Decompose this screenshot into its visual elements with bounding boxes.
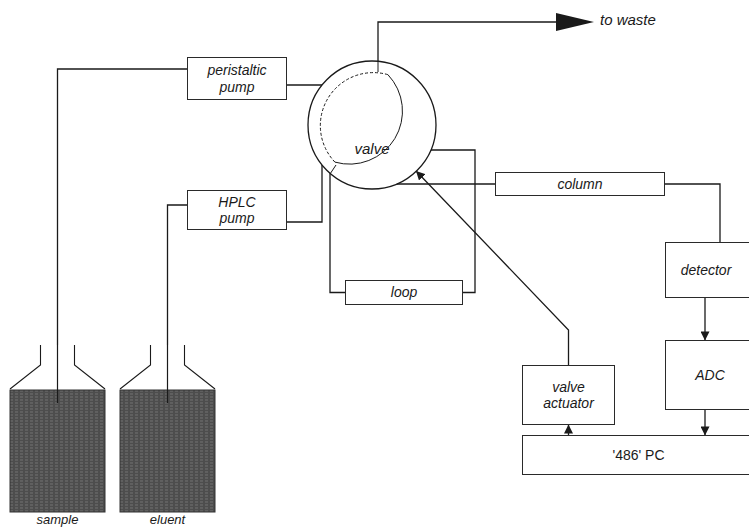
bottle-label: sample bbox=[37, 513, 79, 530]
bottle-part bbox=[120, 390, 215, 512]
connector bbox=[416, 171, 568, 365]
valve-ring-part bbox=[378, 61, 379, 72]
box-label: loop bbox=[391, 284, 417, 300]
pump-box: peristaltic pump bbox=[187, 57, 287, 100]
bottle-part bbox=[167, 345, 168, 403]
pump-box: HPLC pump bbox=[187, 190, 287, 230]
valve-ring-part bbox=[308, 61, 436, 189]
bottle-drawing bbox=[115, 345, 220, 530]
detector-box: detector bbox=[665, 242, 749, 298]
valve-rings bbox=[307, 60, 437, 190]
box-label: ADC bbox=[695, 367, 725, 383]
connector bbox=[431, 150, 475, 293]
connector bbox=[568, 425, 569, 435]
loop-box: loop bbox=[345, 280, 463, 305]
connector bbox=[330, 173, 345, 292]
outlet-label: to waste bbox=[600, 11, 656, 28]
connector bbox=[168, 205, 188, 345]
box-label: '486' PC bbox=[612, 447, 664, 463]
connector bbox=[704, 298, 705, 340]
waste-tube bbox=[378, 22, 560, 61]
connector bbox=[665, 184, 720, 242]
box-label: valve bbox=[307, 140, 437, 157]
bottle-label: eluent bbox=[150, 513, 185, 530]
adc-box: ADC bbox=[665, 340, 749, 410]
waste-arrowhead bbox=[556, 13, 594, 31]
valve-ring-part bbox=[330, 165, 336, 174]
actuator-box: valve actuator bbox=[522, 365, 615, 425]
box-label: HPLC pump bbox=[212, 194, 262, 226]
connector bbox=[287, 165, 322, 222]
pc-box: '486' PC bbox=[522, 435, 749, 475]
connector bbox=[58, 69, 188, 345]
sample-bottle: sample bbox=[5, 345, 110, 530]
bottle-drawing bbox=[5, 345, 110, 530]
box-label: detector bbox=[681, 262, 732, 278]
eluent-bottle: eluent bbox=[115, 345, 220, 530]
box-label: valve actuator bbox=[534, 379, 604, 411]
column-box: column bbox=[495, 172, 665, 196]
bottle-part bbox=[10, 390, 105, 512]
bottle-part bbox=[57, 345, 58, 403]
box-label: column bbox=[557, 176, 602, 192]
connector bbox=[397, 183, 495, 184]
connector bbox=[287, 84, 322, 85]
valve-circle: valve bbox=[307, 60, 437, 190]
connector bbox=[704, 410, 705, 435]
box-label: peristaltic pump bbox=[197, 62, 277, 94]
